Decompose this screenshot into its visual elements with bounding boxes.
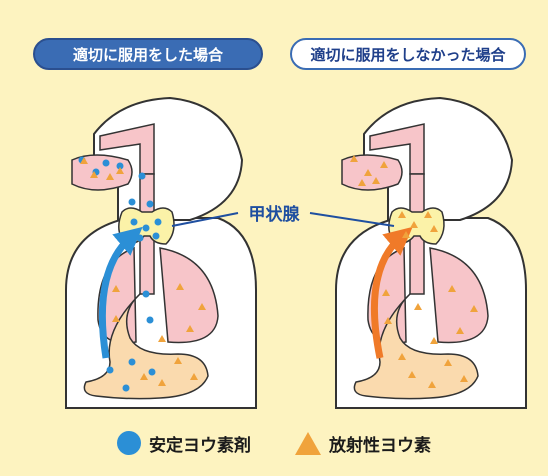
radioactive-iodine-triangle [398, 211, 406, 218]
stable-iodine-dot [128, 198, 136, 206]
radioactive-iodine-triangle [176, 283, 184, 290]
orange-triangle-icon [295, 431, 321, 455]
radioactive-iodine-triangle [428, 381, 436, 388]
left-lung-right [159, 247, 219, 344]
stable-iodine-dot [138, 172, 146, 180]
right-mouth [341, 154, 403, 191]
stable-iodine-dot [142, 290, 150, 298]
radioactive-iodine-triangle [456, 327, 464, 334]
right-case-label: 適切に服用をしなかった場合 [290, 38, 526, 70]
radioactive-iodine-triangle [424, 211, 432, 218]
radioactive-iodine-triangle [448, 285, 456, 292]
radioactive-iodine-triangle [364, 169, 372, 176]
radioactive-iodine-triangle [174, 357, 182, 364]
radioactive-iodine-triangle [106, 173, 114, 180]
radioactive-iodine-triangle [116, 167, 124, 174]
left-radioactive-iodine-triangles [80, 157, 206, 386]
stable-iodine-dot [102, 159, 110, 167]
legend: 安定ヨウ素剤 放射性ヨウ素 [0, 425, 548, 461]
radioactive-iodine-triangle [384, 317, 392, 324]
radioactive-iodine-triangle [414, 303, 422, 310]
radioactive-iodine-triangle [408, 371, 416, 378]
pointer-line-left [171, 212, 239, 227]
stable-iodine-dot [148, 368, 156, 376]
stable-iodine-dot [146, 316, 154, 324]
radioactive-iodine-triangle [80, 157, 88, 164]
radioactive-iodine-triangle [190, 373, 198, 380]
radioactive-iodine-triangle [460, 375, 468, 382]
stable-iodine-dot [116, 162, 124, 170]
radioactive-iodine-triangle [382, 289, 390, 296]
radioactive-iodine-triangle [430, 337, 438, 344]
radioactive-iodine-triangle [398, 353, 406, 360]
stable-iodine-dot [106, 366, 114, 374]
radioactive-iodine-triangle [112, 285, 120, 292]
left-case-label: 適切に服用をした場合 [33, 38, 263, 70]
thyroid-label: 甲状腺 [248, 205, 300, 225]
right-figure [335, 96, 527, 409]
right-stomach [353, 293, 479, 400]
right-radioactive-iodine-triangles [350, 155, 478, 388]
stable-iodine-dot [122, 384, 130, 392]
radioactive-iodine-triangle [380, 161, 388, 168]
legend-stable-iodine-label: 安定ヨウ素剤 [149, 435, 251, 456]
radioactive-iodine-triangle [430, 225, 438, 232]
left-stable-iodine-dots [78, 156, 162, 392]
radioactive-iodine-triangle [140, 373, 148, 380]
radioactive-iodine-triangle [402, 231, 410, 238]
radioactive-iodine-triangle [158, 379, 166, 386]
radioactive-iodine-triangle [358, 179, 366, 186]
stable-iodine-dot [152, 232, 160, 240]
radioactive-iodine-triangle [198, 303, 206, 310]
radioactive-iodine-triangle [186, 325, 194, 332]
right-arrow [370, 226, 413, 359]
stable-iodine-dot [128, 358, 136, 366]
pointer-line-right [309, 212, 395, 227]
blue-circle-icon [117, 431, 141, 455]
radioactive-iodine-triangle [470, 305, 478, 312]
stable-iodine-dot [136, 234, 144, 242]
stable-iodine-dot [130, 218, 138, 226]
radioactive-iodine-triangle [158, 335, 166, 342]
left-figure [65, 96, 257, 409]
radioactive-iodine-triangle [90, 171, 98, 178]
stable-iodine-dot [142, 224, 150, 232]
right-lung-right [429, 247, 489, 344]
legend-radioactive-iodine-label: 放射性ヨウ素 [329, 435, 431, 456]
stable-iodine-dot [146, 200, 154, 208]
left-arrow [98, 226, 143, 359]
radioactive-iodine-triangle [350, 155, 358, 162]
radioactive-iodine-triangle [444, 359, 452, 366]
legend-stable-iodine: 安定ヨウ素剤 [117, 431, 251, 456]
radioactive-iodine-triangle [410, 221, 418, 228]
radioactive-iodine-triangle [112, 315, 120, 322]
legend-radioactive-iodine: 放射性ヨウ素 [295, 431, 431, 456]
stable-iodine-dot [154, 218, 162, 226]
radioactive-iodine-triangle [372, 177, 380, 184]
